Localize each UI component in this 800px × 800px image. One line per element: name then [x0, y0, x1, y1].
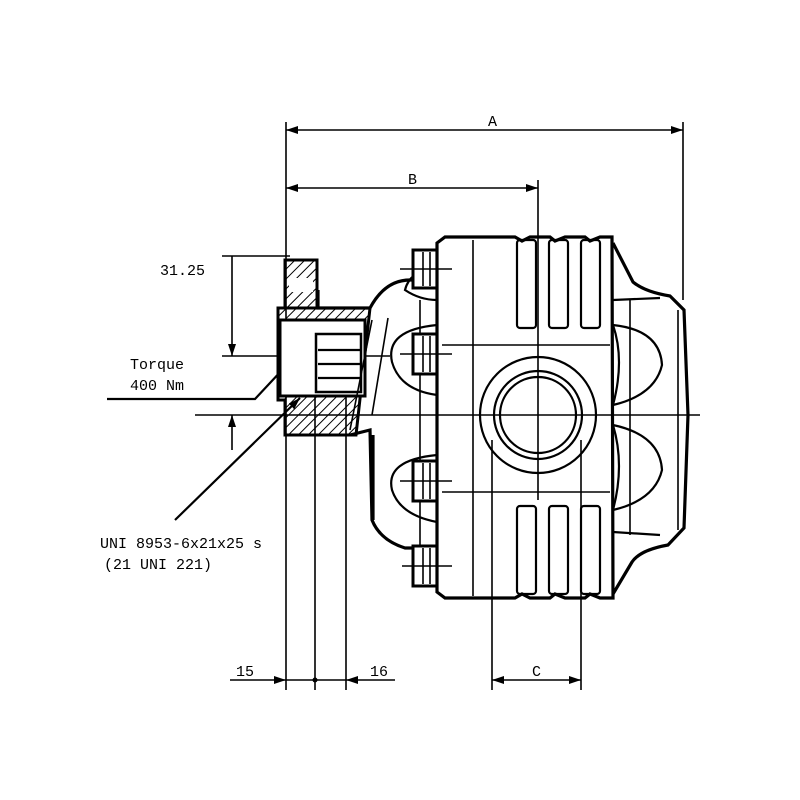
dimension-16: 16 — [346, 664, 395, 684]
torque-label: Torque — [130, 357, 184, 374]
dimension-31-25: 31.25 — [160, 256, 236, 450]
pump-body — [435, 235, 615, 600]
dimension-16-label: 16 — [370, 664, 388, 681]
dimension-a-label: A — [488, 114, 497, 131]
bolt-icon — [400, 248, 452, 290]
dimension-b-label: B — [408, 172, 417, 189]
port-inner — [498, 375, 578, 455]
spline-spec: UNI 8953-6x21x25 s — [100, 536, 262, 553]
bolt-icon — [400, 459, 452, 503]
spline-ref: (21 UNI 221) — [104, 557, 212, 574]
bolt-icon — [402, 544, 452, 588]
extension-lines — [195, 122, 700, 690]
drive-flange — [276, 258, 389, 437]
rear-cover — [611, 242, 690, 595]
dimension-15-label: 15 — [236, 664, 254, 681]
dimension-c-label: C — [532, 664, 541, 681]
dimension-15: 15 — [230, 664, 346, 684]
bolts — [400, 248, 452, 588]
torque-value: 400 Nm — [130, 378, 184, 395]
port-outer — [478, 355, 598, 475]
dimension-c: C — [492, 664, 581, 684]
spline-annotation: UNI 8953-6x21x25 s (21 UNI 221) — [100, 397, 301, 574]
dimension-31-25-label: 31.25 — [160, 263, 205, 280]
bolt-icon — [400, 332, 452, 376]
dimension-b: B — [286, 172, 538, 192]
dimension-a: A — [286, 114, 683, 134]
